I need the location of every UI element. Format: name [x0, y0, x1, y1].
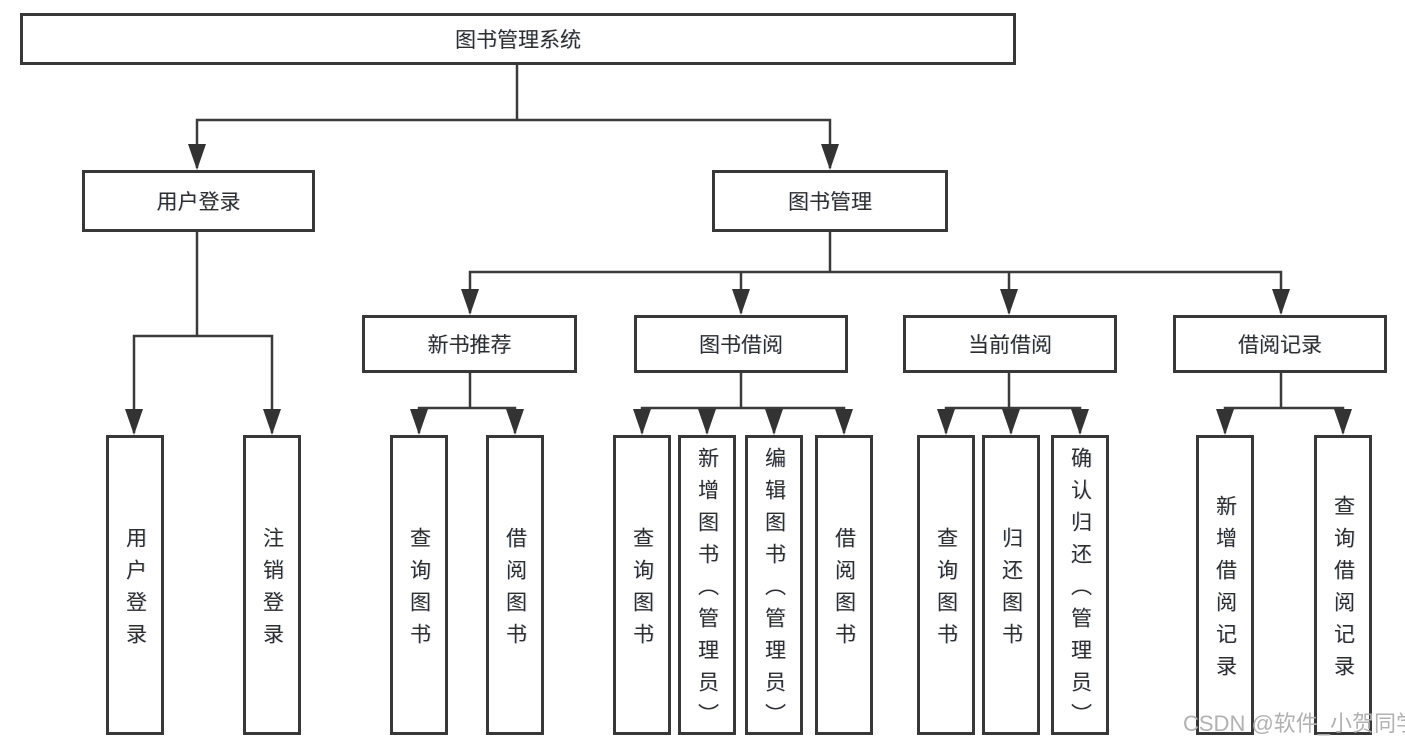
leaf-label: 查询图书	[934, 526, 958, 655]
leaf-logout: 注销登录	[243, 435, 301, 735]
leaf-borrow-add-books-admin: 新增图书（管理员）	[678, 435, 736, 735]
arrow-icon	[835, 409, 853, 435]
arrow-icon	[125, 409, 143, 435]
watermark: CSDN @软件_小贺同学	[1183, 711, 1405, 736]
leaf-newbook-borrow-books: 借阅图书	[486, 435, 544, 735]
wire-records-split	[1223, 406, 1345, 433]
wire-newbook-split	[417, 406, 517, 433]
arrow-icon	[1272, 289, 1290, 315]
arrow-icon	[698, 409, 716, 435]
leaf-label: 确认归还（管理员）	[1068, 446, 1092, 735]
leaf-label: 借阅图书	[503, 526, 527, 655]
arrow-icon	[506, 409, 524, 435]
leaf-current-query-books: 查询图书	[917, 435, 975, 735]
leaf-newbook-query-books: 查询图书	[390, 435, 448, 735]
leaf-label: 归还图书	[999, 526, 1023, 655]
leaf-label: 查询图书	[407, 526, 431, 655]
arrow-icon	[188, 144, 206, 170]
leaf-label: 新增图书（管理员）	[695, 446, 719, 735]
arrow-icon	[263, 409, 281, 435]
connector-paths	[132, 65, 1345, 433]
arrow-icon	[1000, 289, 1018, 315]
arrow-icon	[937, 409, 955, 435]
node-user-login: 用户登录	[82, 170, 315, 232]
leaf-label: 注销登录	[260, 526, 284, 655]
node-borrow-records: 借阅记录	[1173, 315, 1387, 373]
node-current-borrow: 当前借阅	[903, 315, 1117, 373]
leaf-label: 新增借阅记录	[1213, 494, 1237, 687]
wire-mgmt-split	[468, 270, 1283, 313]
leaf-user-login: 用户登录	[106, 435, 164, 735]
arrow-icon	[821, 144, 839, 170]
leaf-borrow-edit-books-admin: 编辑图书（管理员）	[745, 435, 803, 735]
wire-root-split	[195, 118, 832, 168]
node-book-borrow: 图书借阅	[634, 315, 848, 373]
wire-borrow-split	[640, 406, 846, 433]
leaf-current-confirm-return-admin: 确认归还（管理员）	[1051, 435, 1109, 735]
arrow-icon	[765, 409, 783, 435]
arrowheads	[125, 144, 1352, 435]
leaf-label: 查询借阅记录	[1331, 494, 1355, 687]
leaf-label: 编辑图书（管理员）	[762, 446, 786, 735]
arrow-icon	[1002, 409, 1020, 435]
leaf-borrow-borrow-books: 借阅图书	[815, 435, 873, 735]
leaf-records-query-record: 查询借阅记录	[1314, 435, 1372, 735]
arrow-icon	[1216, 409, 1234, 435]
arrow-icon	[732, 289, 750, 315]
arrow-icon	[633, 409, 651, 435]
leaf-borrow-query-books: 查询图书	[613, 435, 671, 735]
arrow-icon	[410, 409, 428, 435]
arrow-icon	[1071, 409, 1089, 435]
arrow-icon	[1334, 409, 1352, 435]
leaf-label: 用户登录	[123, 526, 147, 655]
leaf-label: 借阅图书	[832, 526, 856, 655]
wire-login-split	[132, 334, 274, 433]
node-book-management: 图书管理	[712, 170, 948, 232]
node-root: 图书管理系统	[20, 13, 1016, 65]
arrow-icon	[461, 289, 479, 315]
leaf-label: 查询图书	[630, 526, 654, 655]
leaf-current-return-books: 归还图书	[982, 435, 1040, 735]
node-new-book-recommend: 新书推荐	[362, 315, 577, 373]
leaf-records-add-record: 新增借阅记录	[1196, 435, 1254, 735]
